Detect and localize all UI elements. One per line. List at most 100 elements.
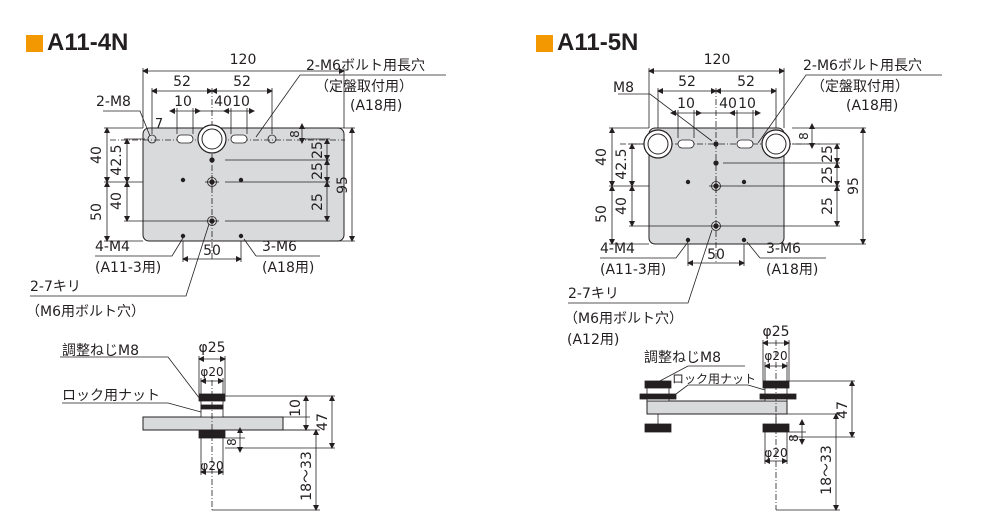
dim-10: 10	[288, 399, 304, 417]
callout-drill-sub: （M6用ボルト穴）	[564, 311, 683, 327]
dim-8: 8	[797, 132, 811, 140]
side-plate	[646, 400, 788, 415]
m8-hole	[713, 141, 719, 147]
model-title-text: A11-4N	[47, 29, 129, 56]
label-lock-nut: ロック用ナット	[62, 388, 160, 404]
dim-25: 25	[310, 162, 326, 180]
dim-42-5: 42.5	[614, 148, 630, 179]
dim-25: 25	[820, 197, 836, 215]
m4-hole	[180, 233, 186, 239]
dim-10: 10	[738, 96, 756, 112]
model-title-a11-5n: A11-5N	[536, 29, 639, 56]
dim-25: 25	[310, 193, 326, 211]
a11-4n-side-view	[60, 356, 335, 511]
callout-m4-sub: (A11-3用)	[95, 260, 161, 276]
dim-25: 25	[820, 145, 836, 163]
foot-knob	[644, 423, 672, 433]
dim-40: 40	[109, 192, 125, 210]
dim-95: 95	[846, 177, 862, 195]
label-2-m8: 2-M8	[96, 94, 131, 110]
callout-m6: 3-M6	[766, 241, 801, 257]
callout-m4-sub: (A11-3用)	[600, 262, 666, 278]
callout-drill-sub: (A12用)	[567, 332, 619, 348]
dim-40: 40	[89, 146, 105, 164]
callout-slot-sub: （定盤取付用）	[811, 79, 909, 95]
side-plate	[142, 416, 284, 431]
label-m8: M8	[613, 80, 634, 96]
label-lock-nut: ロック用ナット	[672, 372, 756, 386]
callout-slot: 2-M6ボルト用長穴	[803, 58, 922, 74]
dim-52: 52	[173, 74, 191, 90]
label-adjust-screw: 調整ねじM8	[644, 350, 721, 366]
a11-5n-side-view	[639, 340, 855, 511]
dim-18-33: 18～33	[819, 445, 835, 495]
dim-50: 50	[594, 205, 610, 223]
dim-phi20: φ20	[764, 349, 787, 363]
m4-hole	[180, 177, 186, 183]
dim-52: 52	[233, 74, 251, 90]
bolt-slot	[736, 139, 754, 149]
callout-slot: 2-M6ボルト用長穴	[306, 58, 425, 74]
callout-m6-sub: (A18用)	[262, 260, 314, 276]
m6-hole	[209, 157, 215, 163]
m8-hole	[147, 134, 157, 144]
callout-drill: 2-7キリ	[30, 279, 81, 295]
m4-hole	[741, 237, 747, 243]
orange-square-icon	[536, 34, 553, 52]
adjust-knob	[644, 380, 672, 389]
m6-hole	[713, 160, 719, 166]
a11-4n-top-view	[30, 68, 446, 297]
dim-52: 52	[737, 74, 755, 90]
dim-50: 50	[203, 243, 221, 259]
dim-52: 52	[678, 74, 696, 90]
dim-25: 25	[820, 166, 836, 184]
callout-m4: 4-M4	[95, 239, 130, 255]
bolt-slot	[176, 134, 194, 144]
m4-hole	[238, 233, 244, 239]
dim-47: 47	[315, 413, 331, 431]
label-adjust-screw: 調整ねじM8	[62, 343, 139, 359]
model-title-text: A11-5N	[557, 29, 639, 56]
m4-hole	[238, 177, 244, 183]
dim-18-33: 18～33	[299, 451, 315, 501]
dim-8: 8	[225, 438, 239, 446]
slot-leader	[757, 74, 942, 144]
slot-leader	[255, 74, 446, 138]
dim-40: 40	[614, 197, 630, 215]
dim-phi25: φ25	[762, 324, 789, 340]
dim-10: 10	[677, 96, 695, 112]
dim-50: 50	[89, 203, 105, 221]
dim-40: 40	[594, 148, 610, 166]
bolt-slot	[230, 134, 248, 144]
callout-drill-sub: （M6用ボルト穴）	[26, 304, 145, 320]
callout-drill: 2-7キリ	[568, 286, 619, 302]
model-title-a11-4n: A11-4N	[26, 29, 129, 56]
dim-40: 40	[214, 94, 232, 110]
m4-hole	[685, 237, 691, 243]
dim-120: 120	[230, 52, 257, 68]
dim-7: 7	[155, 117, 163, 132]
dim-phi20: φ20	[764, 446, 787, 460]
dim-10: 10	[174, 94, 192, 110]
dim-47: 47	[835, 401, 851, 419]
adjust-bore-inner	[201, 128, 223, 150]
callout-m6-sub: (A18用)	[766, 262, 818, 278]
callout-m6: 3-M6	[262, 239, 297, 255]
callout-slot-sub: （定盤取付用）	[315, 79, 413, 95]
bolt-slot	[677, 139, 695, 149]
dim-42-5: 42.5	[109, 144, 125, 175]
dim-95: 95	[335, 176, 351, 194]
m4-hole	[685, 179, 691, 185]
dim-50: 50	[707, 247, 725, 263]
dim-phi20: φ20	[200, 365, 223, 379]
m8-hole	[267, 134, 277, 144]
dim-8: 8	[288, 130, 302, 138]
dim-25: 25	[310, 141, 326, 159]
a11-5n-top-view	[568, 68, 942, 304]
callout-m4: 4-M4	[600, 241, 635, 257]
callout-slot-sub: (A18用)	[846, 98, 898, 114]
callout-slot-sub: (A18用)	[350, 98, 402, 114]
dim-phi20: φ20	[200, 459, 223, 473]
